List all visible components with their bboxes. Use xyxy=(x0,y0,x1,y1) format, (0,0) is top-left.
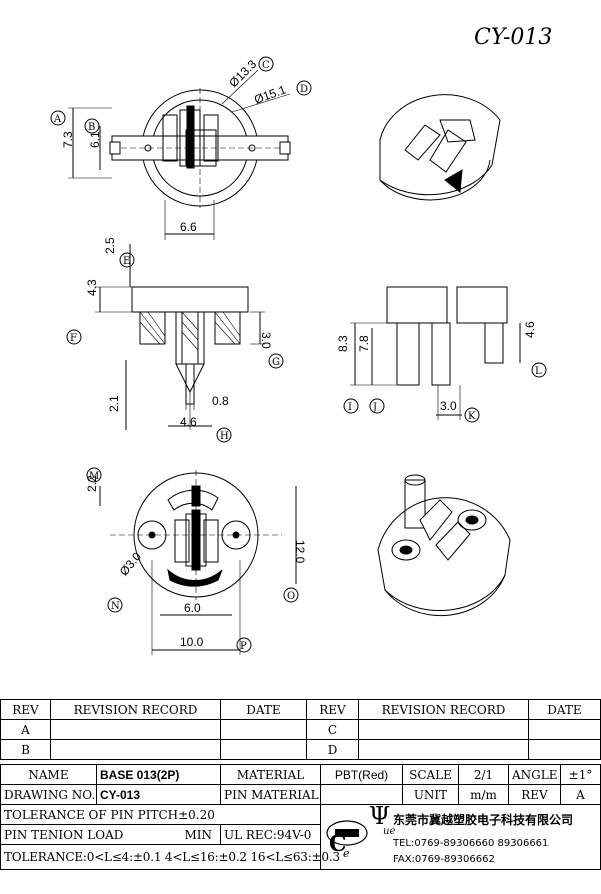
pitch-tolerance: TOLERANCE OF PIN PITCH±0.20 xyxy=(0,804,321,825)
material-label: MATERIAL xyxy=(220,764,321,785)
bottom-view xyxy=(99,470,297,655)
dim-k: 3.0 xyxy=(440,399,457,413)
dim-a: 7.3 xyxy=(61,131,75,148)
callout-l: L xyxy=(535,366,542,377)
dim-pin-width: 0.8 xyxy=(212,394,229,408)
rev-header-2: REV xyxy=(306,699,359,720)
callout-f: F xyxy=(70,333,77,344)
date-cell xyxy=(528,719,601,740)
dim-j: 7.8 xyxy=(357,335,371,352)
callout-g: G xyxy=(272,357,280,368)
record-cell xyxy=(50,739,221,760)
company-name: 东莞市冀越塑胶电子科技有限公司 xyxy=(393,813,574,827)
callouts: A B C D E F G H I J K L M N O P xyxy=(50,56,547,653)
date-cell xyxy=(220,719,307,740)
rev-cell: D xyxy=(306,739,359,760)
name-label: NAME xyxy=(0,764,97,785)
logo-letter-e: e xyxy=(343,847,350,860)
top-view xyxy=(68,69,291,240)
rev-header-1: REV xyxy=(0,699,51,720)
logo-ue: ue xyxy=(383,826,396,837)
pin-load-value: MIN xyxy=(184,827,212,842)
pin-material-value xyxy=(320,784,403,805)
dim-f: 4.3 xyxy=(85,279,99,296)
technical-drawing: CY-013 7.3 6.1 Ø13.3 Ø15.1 6.6 xyxy=(50,25,552,655)
dim-o: 12.0 xyxy=(293,540,307,564)
rev-label: REV xyxy=(508,784,561,805)
callout-d: D xyxy=(300,84,308,95)
callout-i: I xyxy=(348,402,352,413)
record-cell xyxy=(50,719,221,740)
drawing-title: CY-013 xyxy=(474,25,552,50)
scale-label: SCALE xyxy=(402,764,459,785)
front-view xyxy=(95,244,265,430)
dim-n: Ø3.0 xyxy=(117,549,145,578)
callout-p: P xyxy=(240,641,247,652)
callout-j: J xyxy=(372,402,377,413)
side-view xyxy=(350,286,521,420)
title-block: NAME BASE 013(2P) MATERIAL PBT(Red) SCAL… xyxy=(0,764,601,870)
date-header-1: DATE xyxy=(220,699,307,720)
callout-o: O xyxy=(287,591,295,602)
record-cell xyxy=(358,719,529,740)
company-logo: C e Ψ ue xyxy=(325,802,396,861)
date-cell xyxy=(220,739,307,760)
scale-value: 2/1 xyxy=(458,764,509,785)
unit-value: m/m xyxy=(458,784,509,805)
drawing-no-label: DRAWING NO. xyxy=(0,784,97,805)
pin-load-label: PIN TENION LOAD xyxy=(4,827,124,842)
record-cell xyxy=(358,739,529,760)
ul-rating: UL REC:94V-0 xyxy=(220,824,321,845)
revision-table: REV REVISION RECORD DATE REV REVISION RE… xyxy=(0,699,601,760)
callout-e: E xyxy=(123,256,130,267)
angle-label: ANGLE xyxy=(508,764,561,785)
dim-e: 2.5 xyxy=(103,237,117,254)
dim-pin-height: 2.1 xyxy=(107,395,121,412)
company-tel: TEL:0769-89306660 89306661 xyxy=(393,838,549,849)
dim-top-width: 6.6 xyxy=(180,220,197,234)
callout-b: B xyxy=(88,122,95,133)
date-header-2: DATE xyxy=(528,699,601,720)
pin-load: PIN TENION LOAD MIN xyxy=(0,824,221,845)
iso-view-top xyxy=(379,94,501,201)
iso-view-bottom xyxy=(377,474,511,616)
name-value: BASE 013(2P) xyxy=(96,764,221,785)
table-row: B D xyxy=(0,739,601,760)
logo-psi: Ψ xyxy=(369,802,391,830)
callout-k: K xyxy=(468,411,476,422)
company-fax: FAX:0769-89306662 xyxy=(393,854,495,865)
dim-pin-pitch: 4.6 xyxy=(180,415,197,429)
dim-d: Ø15.1 xyxy=(252,82,288,106)
date-cell xyxy=(528,739,601,760)
drawing-no-value: CY-013 xyxy=(96,784,221,805)
callout-m: M xyxy=(89,471,99,482)
callout-c: C xyxy=(262,60,270,71)
dim-b: 6.1 xyxy=(88,131,102,148)
callout-n: N xyxy=(111,601,120,612)
angle-value: ±1° xyxy=(560,764,601,785)
company-block: C e Ψ ue 东莞市冀越塑胶电子科技有限公司 TEL:0769-893066… xyxy=(320,802,601,870)
dim-p-inner: 6.0 xyxy=(184,601,201,615)
dim-g: 3.0 xyxy=(259,332,273,349)
table-row: A C xyxy=(0,719,601,740)
dim-i: 8.3 xyxy=(336,335,350,352)
rev-cell: C xyxy=(306,719,359,740)
general-tolerance: TOLERANCE:0<L≤4:±0.1 4<L≤16:±0.2 16<L≤63… xyxy=(0,844,340,870)
record-header-1: REVISION RECORD xyxy=(50,699,221,720)
rev-value: A xyxy=(560,784,601,805)
rev-cell: B xyxy=(0,739,51,760)
rev-cell: A xyxy=(0,719,51,740)
callout-h: H xyxy=(220,431,229,442)
logo-letter-c: C xyxy=(329,831,347,857)
dim-l: 4.6 xyxy=(523,321,537,338)
callout-a: A xyxy=(53,114,62,125)
record-header-2: REVISION RECORD xyxy=(358,699,529,720)
unit-label: UNIT xyxy=(402,784,459,805)
dim-p-outer: 10.0 xyxy=(180,635,204,649)
pin-material-label: PIN MATERIAL xyxy=(220,784,321,805)
material-value: PBT(Red) xyxy=(320,764,403,785)
